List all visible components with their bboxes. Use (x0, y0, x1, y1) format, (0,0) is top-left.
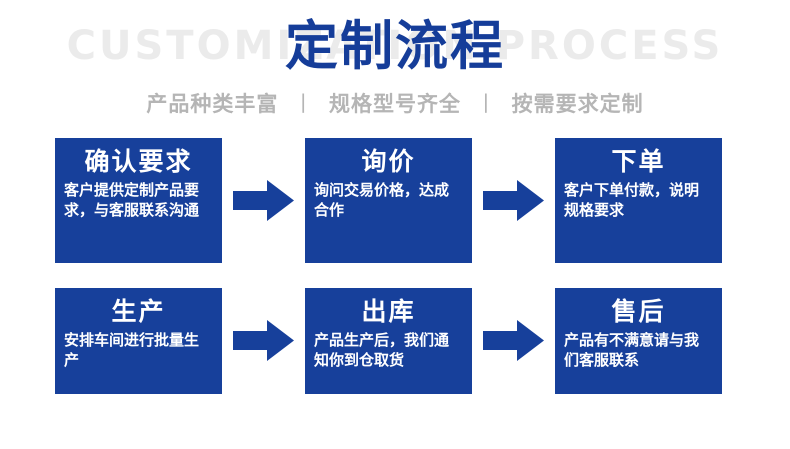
process-flow-diagram: 确认要求 客户提供定制产品要求，与客服联系沟通 询价 询问交易价格，达成合作 下… (0, 138, 790, 418)
flow-step-delivery: 出库 产品生产后，我们通知你到仓取货 (305, 288, 472, 394)
subtitle-part-3: 按需要求定制 (511, 92, 644, 116)
step-description: 安排车间进行批量生产 (64, 330, 200, 369)
step-title: 生产 (111, 297, 166, 326)
step-title: 确认要求 (84, 147, 193, 176)
page-title: 定制流程 (285, 15, 505, 77)
flow-arrow-3 (222, 288, 305, 418)
flow-step-inquiry: 询价 询问交易价格，达成合作 (305, 138, 472, 263)
subtitle-part-1: 产品种类丰富 (146, 92, 279, 116)
step-description: 询问交易价格，达成合作 (314, 180, 450, 219)
flow-step-place-order: 下单 客户下单付款，说明规格要求 (555, 138, 722, 263)
arrow-right-icon (233, 180, 294, 221)
step-description: 客户下单付款，说明规格要求 (564, 180, 700, 219)
flow-step-confirm-requirements: 确认要求 客户提供定制产品要求，与客服联系沟通 (55, 138, 222, 263)
subtitle-separator-1: 丨 (292, 92, 315, 116)
title-block: CUSTOMIZATION PROCESS 定制流程 (0, 8, 790, 84)
step-description: 产品生产后，我们通知你到仓取货 (314, 330, 450, 369)
flow-arrow-1 (222, 138, 305, 268)
flow-arrow-4 (472, 288, 555, 418)
step-title: 售后 (611, 297, 666, 326)
flow-step-after-sales: 售后 产品有不满意请与我们客服联系 (555, 288, 722, 394)
flow-row-1: 确认要求 客户提供定制产品要求，与客服联系沟通 询价 询问交易价格，达成合作 下… (0, 138, 790, 268)
subtitle: 产品种类丰富 丨 规格型号齐全 丨 按需要求定制 (0, 88, 790, 118)
flow-step-production: 生产 安排车间进行批量生产 (55, 288, 222, 394)
step-description: 客户提供定制产品要求，与客服联系沟通 (64, 180, 200, 219)
arrow-right-icon (483, 320, 544, 361)
flow-arrow-2 (472, 138, 555, 268)
subtitle-separator-2: 丨 (475, 92, 498, 116)
arrow-right-icon (233, 320, 294, 361)
arrow-right-icon (483, 180, 544, 221)
step-title: 下单 (611, 147, 666, 176)
page-header: CUSTOMIZATION PROCESS 定制流程 产品种类丰富 丨 规格型号… (0, 0, 790, 130)
subtitle-part-2: 规格型号齐全 (329, 92, 461, 116)
step-title: 出库 (361, 297, 416, 326)
flow-row-2: 生产 安排车间进行批量生产 出库 产品生产后，我们通知你到仓取货 售后 产品有不 (0, 288, 790, 418)
step-title: 询价 (361, 147, 416, 176)
title-watermark-text: CUSTOMIZATION PROCESS (66, 23, 724, 69)
step-description: 产品有不满意请与我们客服联系 (564, 330, 700, 369)
